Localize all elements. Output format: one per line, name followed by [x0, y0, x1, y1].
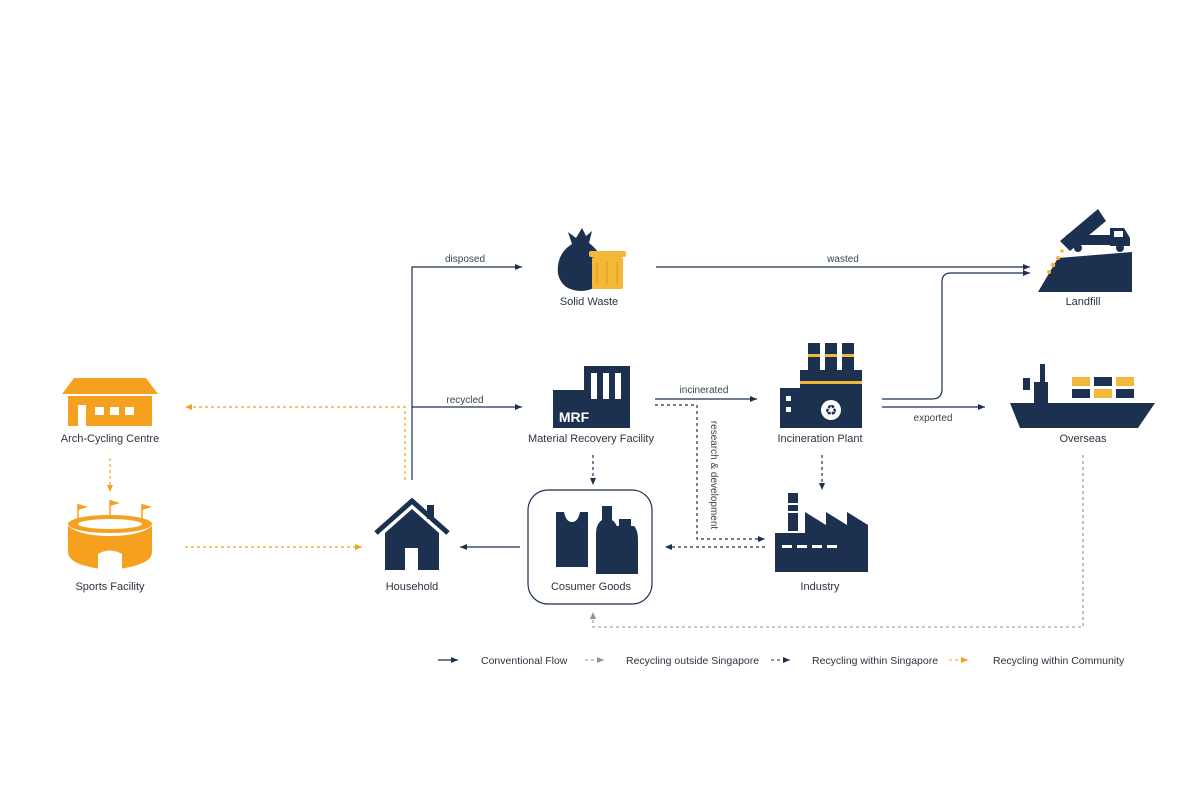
- flow-household-to-archcycling: [185, 404, 406, 480]
- house-icon: [374, 497, 450, 570]
- edge-label-incinerated: incinerated: [680, 385, 729, 396]
- arch-cycling-building-icon: [62, 378, 158, 426]
- incineration-plant-icon: ♻: [780, 343, 862, 428]
- node-label-arch-cycling: Arch-Cycling Centre: [61, 433, 159, 445]
- stadium-icon: [68, 500, 152, 570]
- node-label-consumer-goods: Cosumer Goods: [551, 581, 632, 593]
- node-label-household: Household: [386, 581, 439, 593]
- node-label-sports: Sports Facility: [75, 581, 145, 593]
- trash-bag-bin-icon: [557, 228, 626, 291]
- cargo-ship-icon: [1010, 364, 1155, 428]
- legend-item-within-singapore: Recycling within Singapore: [771, 655, 938, 667]
- legend-label-community: Recycling within Community: [993, 655, 1125, 667]
- edge-label-disposed: disposed: [445, 254, 485, 265]
- flow-incineration-to-landfill: [882, 270, 1030, 400]
- edge-label-wasted: wasted: [826, 254, 859, 265]
- bottles-bag-icon: [556, 506, 638, 574]
- node-label-solid-waste: Solid Waste: [560, 296, 618, 308]
- node-label-industry: Industry: [800, 581, 840, 593]
- legend-item-conventional: Conventional Flow: [438, 655, 568, 667]
- legend-label-conventional: Conventional Flow: [481, 655, 568, 667]
- mrf-building-icon: MRF: [553, 366, 630, 428]
- legend-label-outside: Recycling outside Singapore: [626, 655, 759, 667]
- flow-disposed: [411, 264, 522, 480]
- node-label-mrf: Material Recovery Facility: [528, 433, 654, 445]
- legend-item-outside: Recycling outside Singapore: [585, 655, 759, 667]
- legend-label-within-singapore: Recycling within Singapore: [812, 655, 938, 667]
- node-label-incineration: Incineration Plant: [778, 433, 863, 445]
- flow-overseas-to-goods: [590, 455, 1084, 628]
- edge-label-recycled: recycled: [446, 395, 483, 406]
- node-label-landfill: Landfill: [1066, 296, 1101, 308]
- legend: Conventional Flow Recycling outside Sing…: [438, 655, 1125, 667]
- factory-icon: [775, 493, 868, 572]
- dump-truck-landfill-icon: [1038, 209, 1132, 292]
- edge-label-exported: exported: [914, 413, 953, 424]
- mrf-badge: MRF: [559, 409, 590, 425]
- flow-research: [655, 404, 765, 542]
- node-label-overseas: Overseas: [1059, 433, 1107, 445]
- legend-item-community: Recycling within Community: [949, 655, 1125, 667]
- edge-label-research: research & development: [708, 421, 719, 530]
- svg-text:♻: ♻: [825, 403, 838, 419]
